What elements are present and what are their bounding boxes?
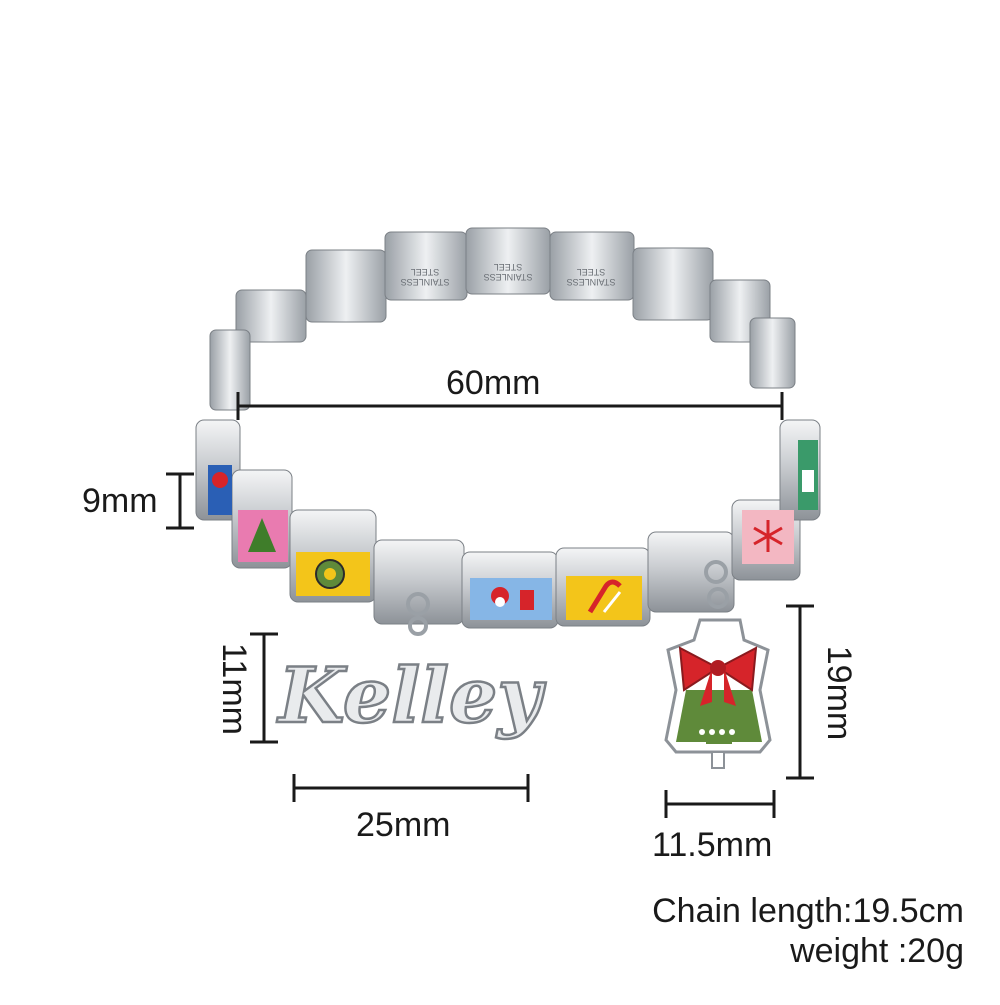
diameter-label: 60mm <box>446 364 541 402</box>
bracelet-back-links <box>209 227 796 411</box>
bell-charm-height-label: 19mm <box>820 645 859 741</box>
link-wreath-icon <box>296 552 370 596</box>
bell-charm-width-label: 11.5mm <box>652 826 773 864</box>
engraving-line2: STEEL <box>494 262 523 272</box>
name-charm-text: Kelley <box>277 651 547 740</box>
link-ornament-icon <box>208 465 232 515</box>
engraving-line1: STAINLESS <box>401 277 450 287</box>
bell-charm-width-dimension-line <box>664 790 776 818</box>
name-charm-width-label: 25mm <box>356 806 451 844</box>
engraving-line2: STEEL <box>577 267 606 277</box>
link-candy-cane-icon <box>566 576 642 620</box>
diameter-dimension-line <box>236 392 784 420</box>
link-height-label: 9mm <box>82 482 158 520</box>
link-stocking-icon <box>798 440 818 510</box>
engraving-line2: STEEL <box>411 267 440 277</box>
bell-charm <box>664 560 772 769</box>
engraving-line1: STAINLESS <box>567 277 616 287</box>
dimension-lines <box>166 392 814 818</box>
name-charm: Kelley <box>275 592 548 741</box>
link-tree-icon <box>238 510 288 562</box>
weight-spec: weight :20g <box>790 932 964 970</box>
bell-charm-height-dimension-line <box>786 604 814 780</box>
name-charm-height-label: 11mm <box>214 643 253 735</box>
link-santa-icon <box>470 578 552 620</box>
link-height-dimension-line <box>166 472 194 530</box>
link-snowflake-icon <box>742 510 794 564</box>
name-charm-width-dimension-line <box>292 774 530 802</box>
engraving-line1: STAINLESS <box>484 272 533 282</box>
name-charm-height-dimension-line <box>250 632 278 744</box>
engraving-texts: STAINLESS STEEL STAINLESS STEEL STAINLES… <box>401 262 616 287</box>
chain-length-spec: Chain length:19.5cm <box>652 892 964 930</box>
